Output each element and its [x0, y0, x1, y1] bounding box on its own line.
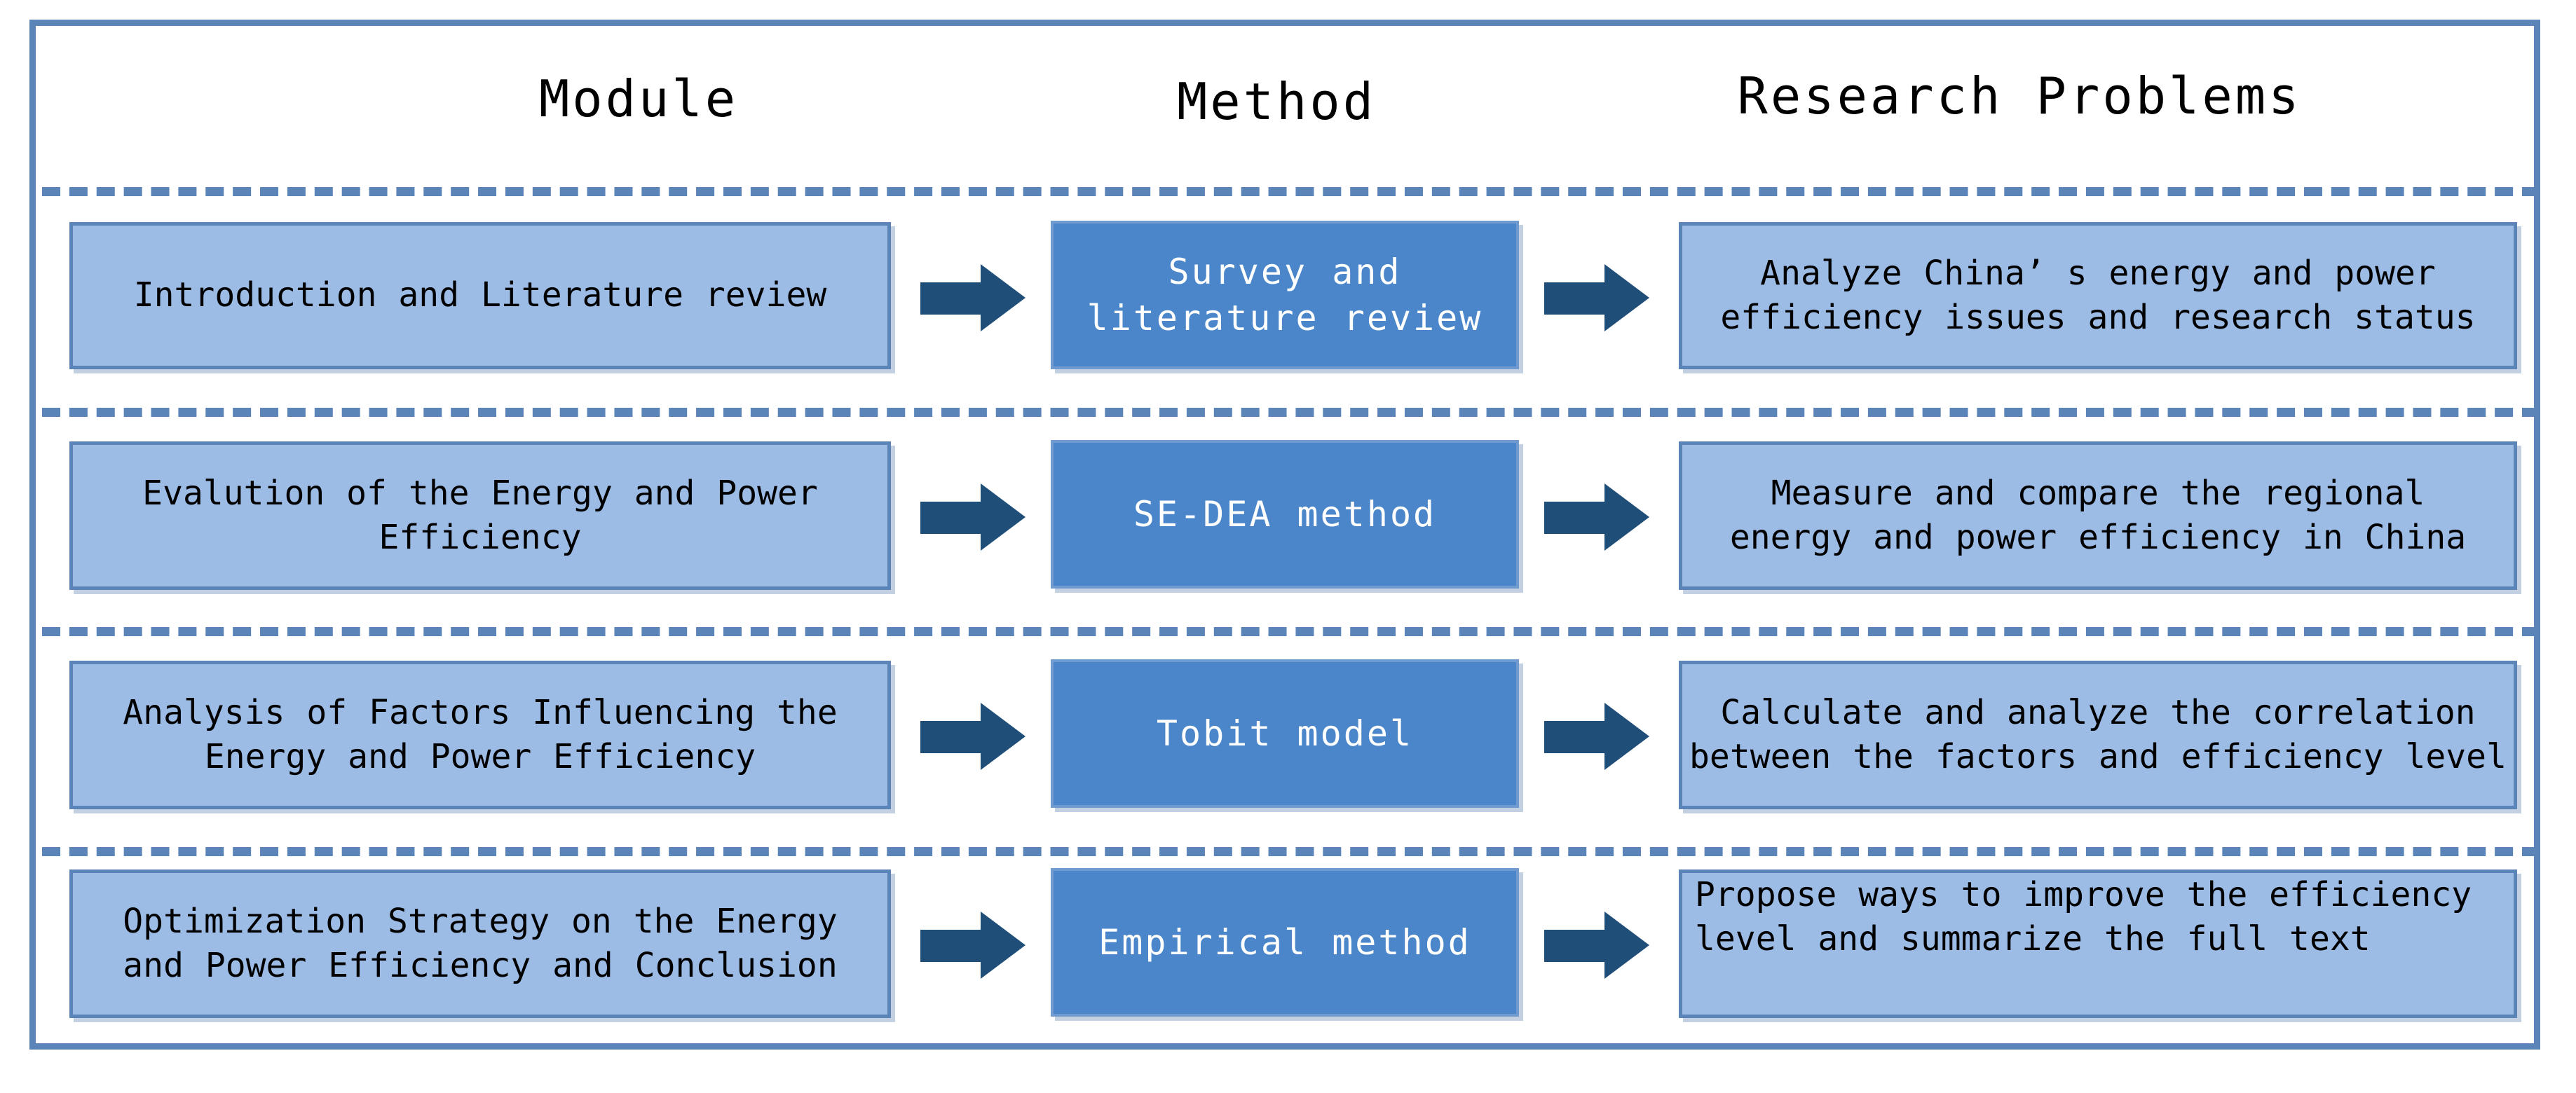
module-box-row-1[interactable]: Introduction and Literature review	[69, 222, 891, 369]
module-box-row-4[interactable]: Optimization Strategy on the Energy and …	[69, 869, 891, 1018]
row-divider-1	[42, 187, 2540, 196]
arrow-module-to-method-row-2	[920, 483, 1025, 551]
arrow-method-to-problem-row-4	[1544, 912, 1649, 979]
problem-box-row-2[interactable]: Measure and compare the regional energy …	[1679, 441, 2517, 590]
module-box-row-3-line1: Analysis of Factors Influencing the	[123, 692, 838, 732]
row-divider-4	[42, 847, 2540, 856]
method-box-row-1-line2: literature review	[1086, 298, 1483, 338]
column-header-research-problems: Research Problems	[1737, 67, 2302, 125]
module-box-row-2-line1: Evalution of the Energy and Power	[142, 473, 818, 513]
arrow-method-to-problem-row-1	[1544, 264, 1649, 331]
arrow-head	[1604, 483, 1649, 551]
method-box-row-1[interactable]: Survey and literature review	[1051, 221, 1519, 369]
problem-box-row-1[interactable]: Analyze China’ s energy and power effici…	[1679, 222, 2517, 369]
module-box-row-2-line2: Efficiency	[379, 518, 582, 557]
arrow-method-to-problem-row-3	[1544, 703, 1649, 770]
arrow-method-to-problem-row-2	[1544, 483, 1649, 551]
arrow-head	[1604, 703, 1649, 770]
row-divider-2	[42, 408, 2540, 417]
arrow-shaft	[920, 282, 985, 315]
problem-box-row-1-line2: efficiency issues and research status	[1720, 298, 2476, 337]
column-header-module: Module	[538, 69, 739, 128]
method-box-row-4[interactable]: Empirical method	[1051, 868, 1519, 1017]
arrow-head	[981, 703, 1025, 770]
module-box-row-4-line1: Optimization Strategy on the Energy	[123, 901, 838, 941]
problem-box-row-3[interactable]: Calculate and analyze the correlation be…	[1679, 661, 2517, 809]
problem-box-row-2-line1: Measure and compare the regional	[1771, 473, 2425, 513]
module-box-row-3-line2: Energy and Power Efficiency	[204, 737, 756, 776]
arrow-shaft	[1544, 721, 1609, 753]
arrow-head	[981, 912, 1025, 979]
flow-row-1: Introduction and Literature review Surve…	[36, 187, 2534, 408]
problem-box-row-4-line1: Propose ways to improve the efficiency	[1695, 875, 2472, 914]
arrow-module-to-method-row-1	[920, 264, 1025, 331]
problem-box-row-1-line1: Analyze China’ s energy and power	[1760, 253, 2436, 293]
arrow-shaft	[920, 502, 985, 534]
problem-box-row-2-line2: energy and power efficiency in China	[1729, 518, 2467, 557]
method-box-row-2-label: SE-DEA method	[1133, 494, 1437, 535]
arrow-head	[981, 483, 1025, 551]
method-box-row-4-label: Empirical method	[1098, 922, 1471, 963]
arrow-module-to-method-row-4	[920, 912, 1025, 979]
flow-row-2: Evalution of the Energy and Power Effici…	[36, 408, 2534, 627]
flow-row-4: Optimization Strategy on the Energy and …	[36, 847, 2534, 1042]
method-box-row-3[interactable]: Tobit model	[1051, 659, 1519, 808]
column-header-method: Method	[1176, 72, 1377, 131]
module-box-row-2[interactable]: Evalution of the Energy and Power Effici…	[69, 441, 891, 590]
diagram-frame: Module Method Research Problems Introduc…	[29, 20, 2540, 1050]
flow-row-3: Analysis of Factors Influencing the Ener…	[36, 627, 2534, 847]
module-box-row-1-label: Introduction and Literature review	[133, 275, 827, 315]
arrow-shaft	[920, 721, 985, 753]
arrow-shaft	[1544, 502, 1609, 534]
arrow-head	[1604, 912, 1649, 979]
method-box-row-3-label: Tobit model	[1156, 713, 1414, 754]
row-divider-3	[42, 627, 2540, 636]
problem-box-row-3-line1: Calculate and analyze the correlation	[1720, 692, 2476, 732]
problem-box-row-4-line2: level and summarize the full text	[1695, 919, 2371, 959]
module-box-row-4-line2: and Power Efficiency and Conclusion	[123, 946, 838, 985]
module-box-row-3[interactable]: Analysis of Factors Influencing the Ener…	[69, 661, 891, 809]
method-box-row-1-line1: Survey and	[1168, 252, 1402, 292]
arrow-shaft	[1544, 930, 1609, 962]
arrow-shaft	[1544, 282, 1609, 315]
arrow-shaft	[920, 930, 985, 962]
arrow-head	[1604, 264, 1649, 331]
arrow-module-to-method-row-3	[920, 703, 1025, 770]
problem-box-row-4[interactable]: Propose ways to improve the efficiency l…	[1679, 869, 2517, 1018]
problem-box-row-3-line2: between the factors and efficiency level	[1689, 737, 2507, 776]
method-box-row-2[interactable]: SE-DEA method	[1051, 440, 1519, 589]
column-headers: Module Method Research Problems	[36, 26, 2534, 187]
arrow-head	[981, 264, 1025, 331]
